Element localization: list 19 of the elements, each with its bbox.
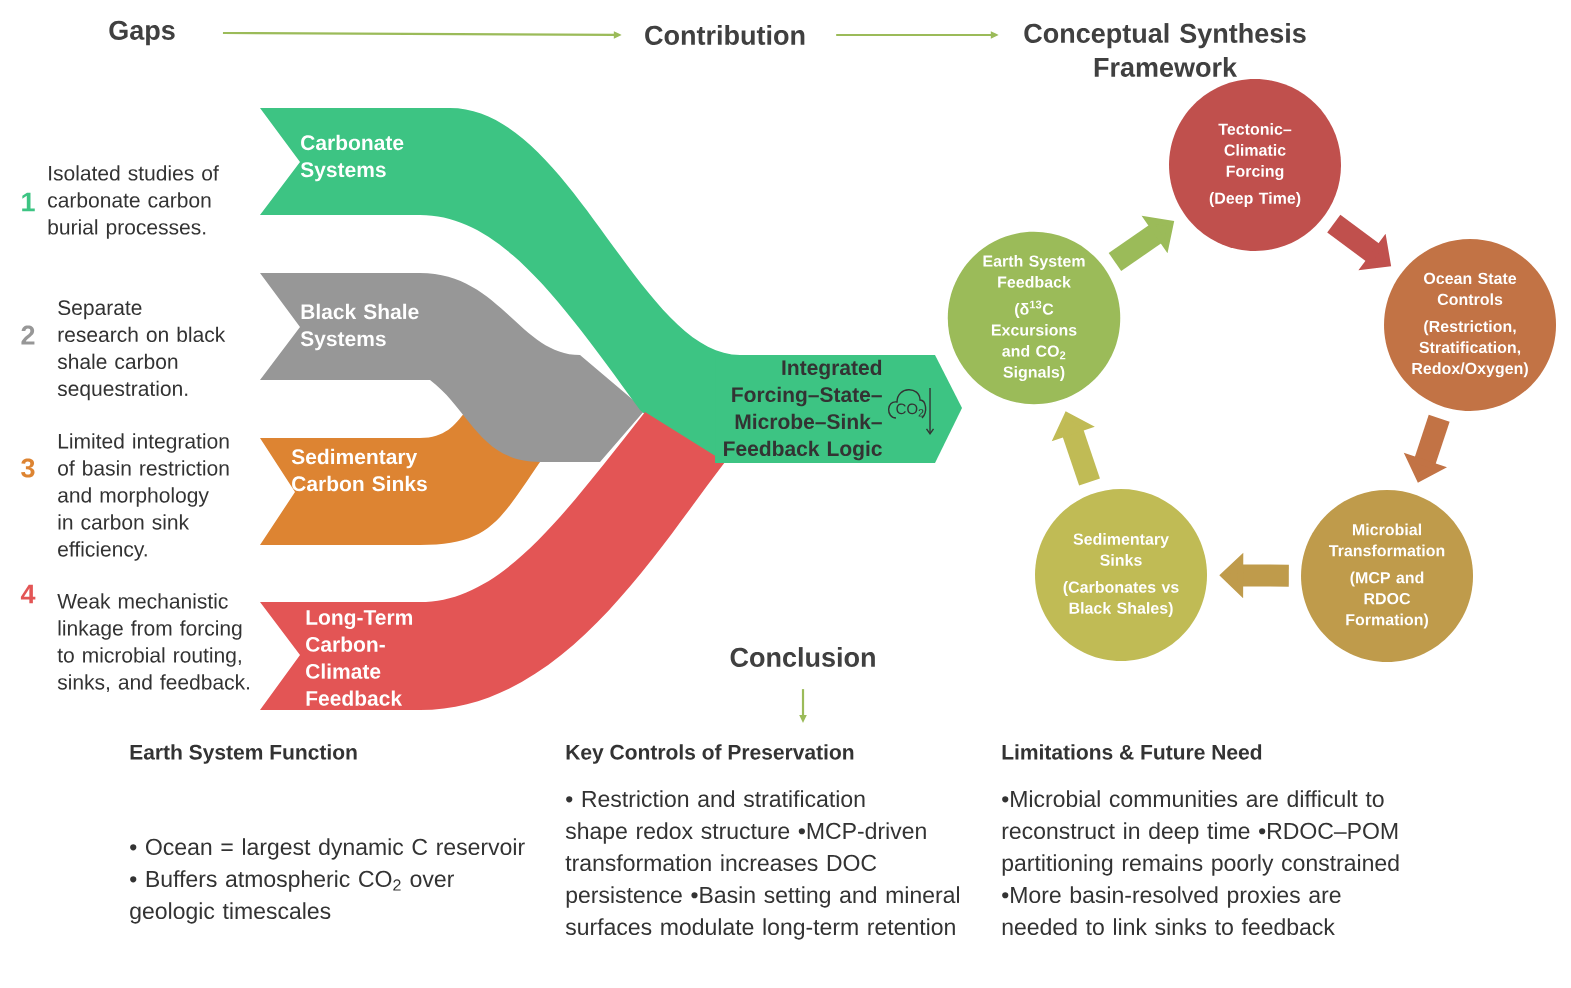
gap-text: Separate research on black shale carbon sequestration. [57,300,226,401]
section-heading: Conclusion [730,647,875,667]
gap-number: 4 [20,584,36,604]
section-heading: Contribution [645,25,805,45]
column-text: • Ocean = largest dynamic C reservoir • Buffers atmospheric CO$_{2}$ over geologic timescales [130,838,525,924]
column-text: •Microbial communities are difficult to reconstruct in deep time •RDOC–POM partitioning remains poorly constrained •More basin-resolved proxies are needed to link sinks to feedback [1002,790,1399,936]
gap-text: Limited integration of basin restriction and morphology in carbon sink efficiency. [58,433,229,561]
column-heading: Earth System Function [130,744,357,764]
gap-number: 1 [22,192,35,212]
gap-text: Weak mechanistic linkage from forcing to microbial routing, sinks, and feedback. [57,593,250,693]
column-heading: Key Controls of Preservation [566,744,854,764]
gap-text: Isolated studies of carbonate carbon burial processes. [48,165,219,239]
column-heading: Limitations & Future Need [1002,744,1262,760]
gap-number: 3 [21,458,35,478]
section-heading: Gaps [109,20,175,46]
section-heading: Conceptual Synthesis Framework [1024,23,1306,77]
gap-number: 2 [21,325,35,345]
column-text: • Restriction and stratification shape redox structure •MCP-driven transformation increases DOC persistence •Basin setting and mineral surfaces modulate long-term retention [565,790,960,940]
flow-band: Sedimentary Carbon Sinks [260,412,540,545]
